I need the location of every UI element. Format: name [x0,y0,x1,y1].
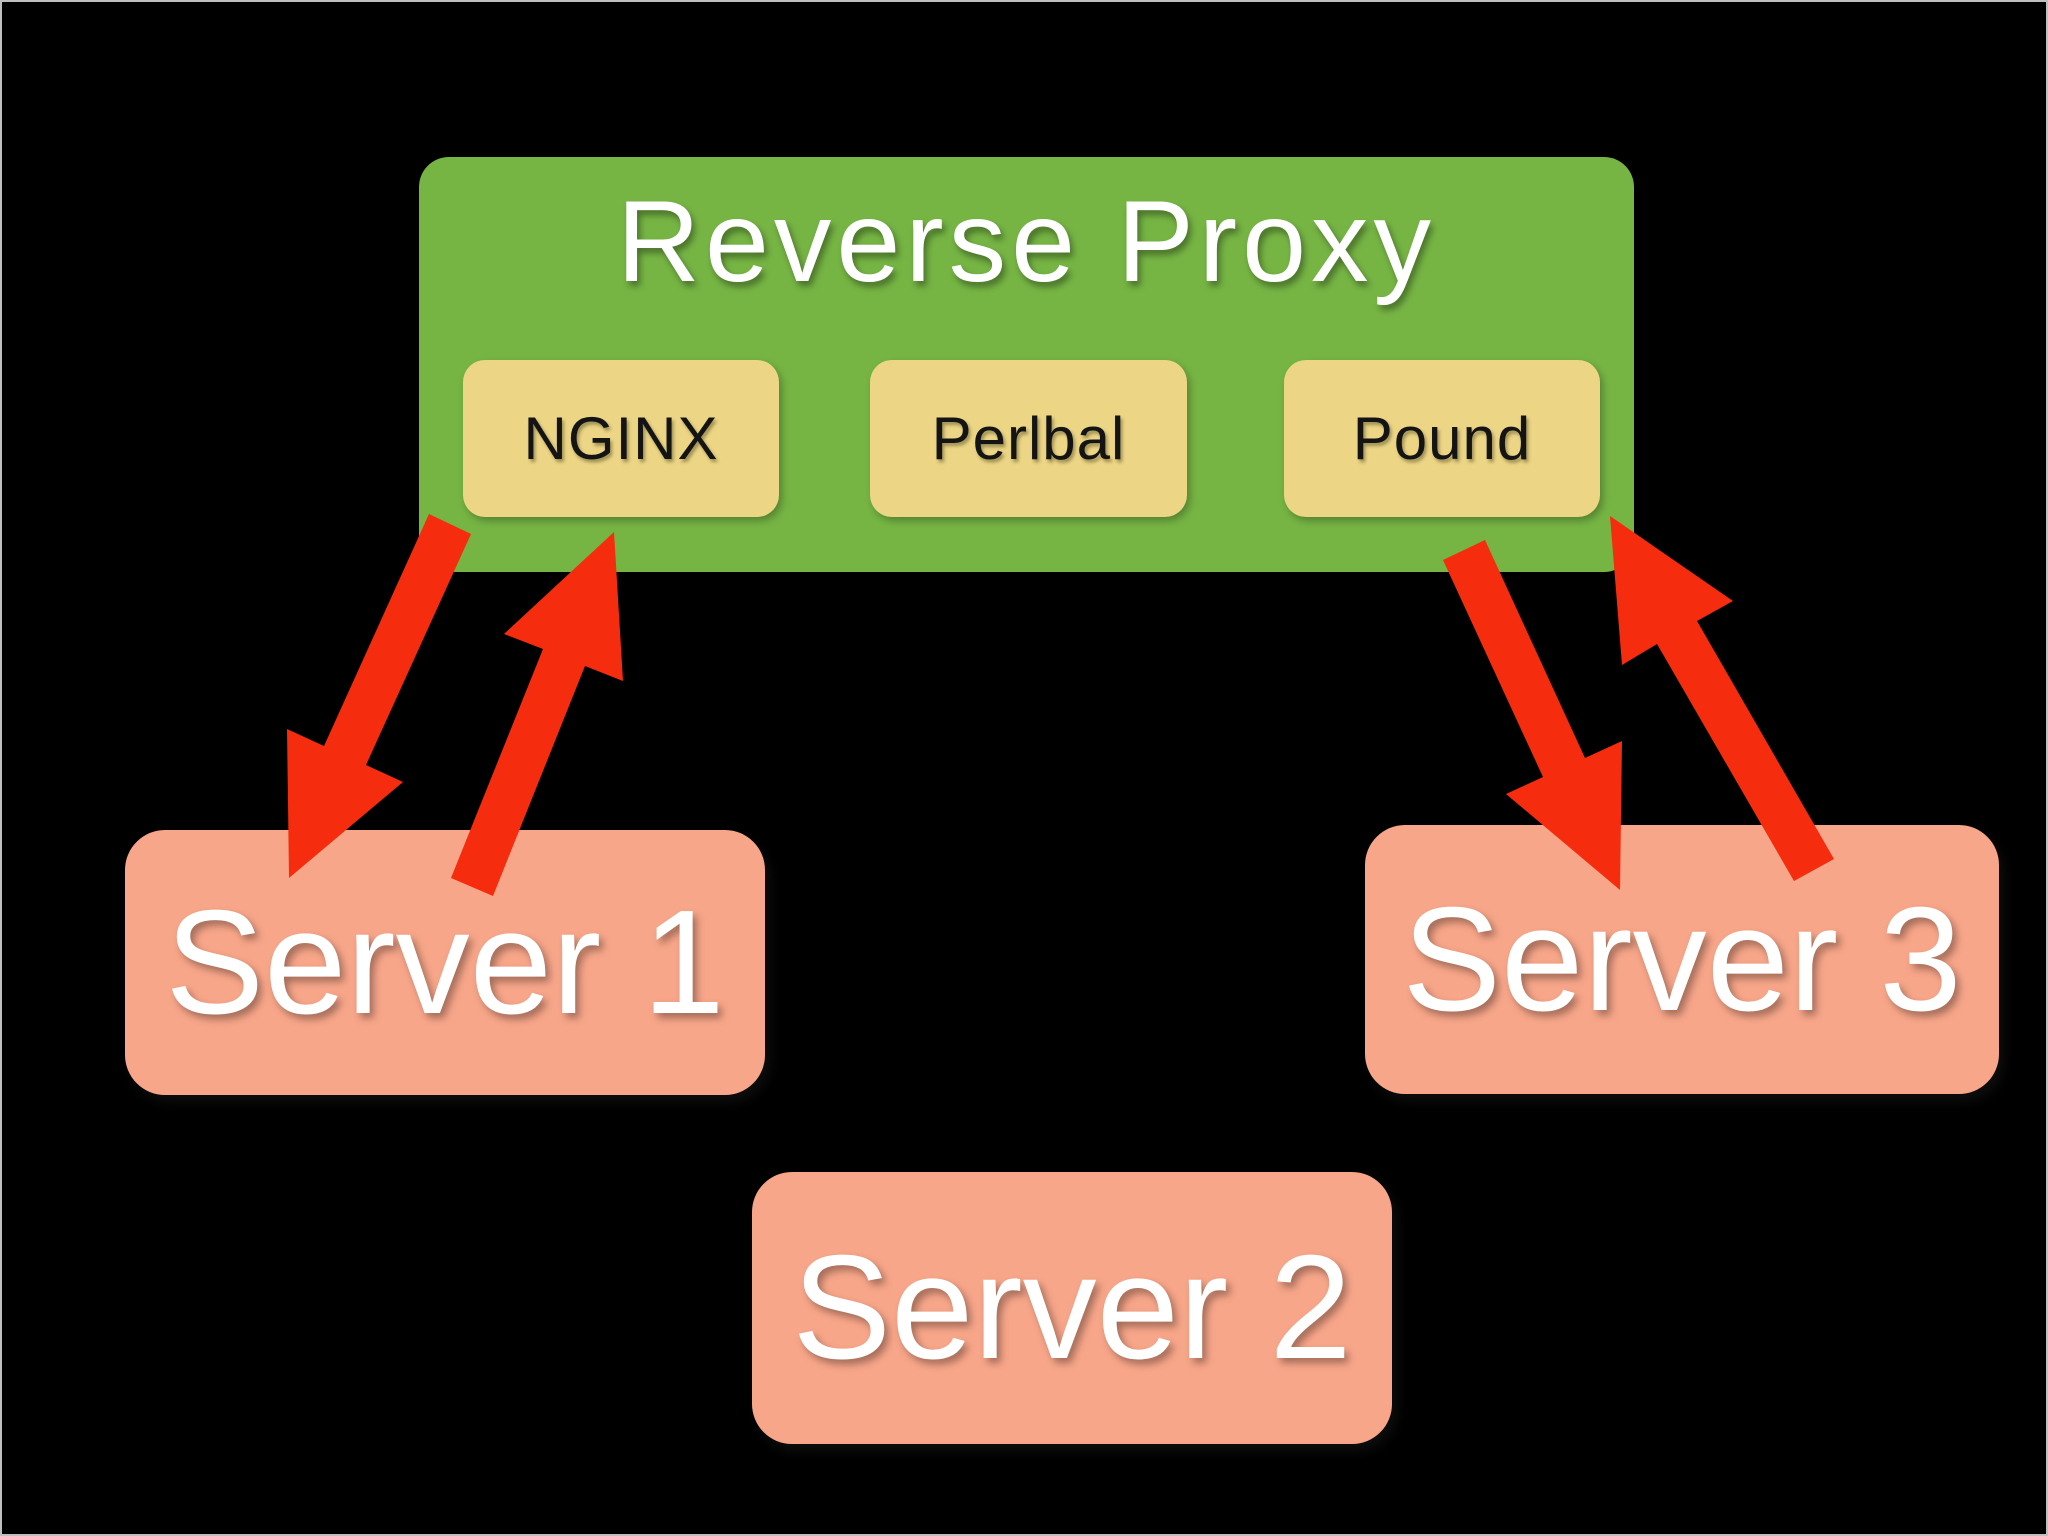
server-2-label: Server 2 [792,1225,1352,1390]
perlbal-box: Perlbal [870,360,1187,517]
reverse-proxy-box: Reverse Proxy NGINX Perlbal Pound [419,157,1634,572]
reverse-proxy-label: Reverse Proxy [616,178,1437,306]
server-3-label: Server 3 [1402,876,1962,1042]
server-1-label: Server 1 [165,879,725,1045]
nginx-box: NGINX [463,360,779,517]
nginx-label: NGINX [523,405,719,472]
perlbal-label: Perlbal [931,405,1126,472]
server-1-box: Server 1 [125,830,765,1095]
pound-box: Pound [1284,360,1600,517]
pound-label: Pound [1352,405,1532,472]
server-3-box: Server 3 [1365,825,1999,1094]
server-2-box: Server 2 [752,1172,1392,1444]
